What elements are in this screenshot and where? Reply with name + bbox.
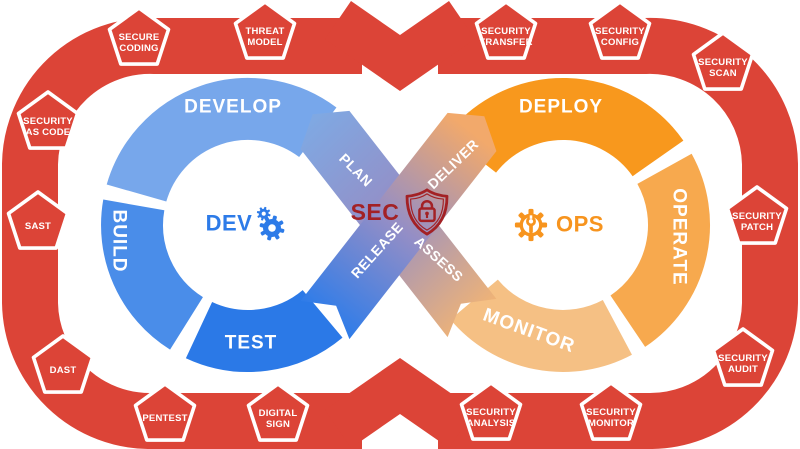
badge-sast: SAST: [3, 189, 73, 257]
badge-line: DAST: [49, 365, 77, 377]
badge-line: MODEL: [247, 36, 283, 48]
badge-line: SECURITY: [586, 407, 636, 419]
pentagon-shape: [725, 185, 789, 245]
badge-line: SAST: [24, 221, 52, 233]
pentagon-shape: [107, 6, 171, 66]
arc-build: [101, 199, 204, 350]
label-sec: SEC: [351, 199, 400, 225]
pentagon-shape: [711, 327, 775, 387]
badge-line: SCAN: [709, 67, 737, 79]
pentagon-shape: [691, 31, 755, 91]
label-build: BUILD: [109, 209, 130, 272]
badge-pentest: PENTEST: [130, 381, 200, 449]
badge-line: SECURITY: [466, 407, 516, 419]
badge-label: PENTEST: [130, 381, 200, 449]
dev-gear-icon: [255, 205, 288, 244]
badge-line: PATCH: [740, 221, 774, 233]
frame-bottom-crossing: [325, 358, 475, 448]
badge-line: ANALYSIS: [466, 417, 516, 429]
arc-monitor: [450, 278, 632, 372]
badge-line: SECURITY: [23, 116, 73, 128]
pentagon-shape: [133, 382, 197, 442]
pentagon-shape: [233, 0, 297, 60]
badge-label: SAST: [3, 189, 73, 257]
pentagon-shape: [579, 381, 643, 441]
label-develop: DEVELOP: [184, 97, 282, 118]
badge-line: MONITOR: [587, 417, 635, 429]
pentagon-shape: [16, 90, 80, 150]
label-deploy: DEPLOY: [519, 97, 603, 118]
badge-line: SECURITY: [481, 26, 531, 38]
arc-test: [185, 289, 343, 372]
pentagon-shape: [246, 382, 310, 442]
badge-line: SECURITY: [698, 57, 748, 69]
badge-line: CODING: [119, 42, 159, 54]
badge-line: SECURITY: [595, 26, 645, 38]
pentagon-shape: [588, 0, 652, 60]
badge-line: SIGN: [265, 418, 291, 430]
badge-line: PENTEST: [142, 413, 188, 425]
pentagon-shape: [31, 334, 95, 394]
badge-line: THREAT: [245, 26, 285, 38]
label-dev: DEV: [206, 211, 253, 236]
security-shield-lock-icon: [405, 188, 449, 236]
badge-line: SECURE: [118, 32, 160, 44]
frame-top-crossing: [325, 1, 475, 91]
badge-line: DIGITAL: [258, 408, 298, 420]
pentagon-shape: [6, 190, 70, 250]
badge-dast: DAST: [28, 333, 98, 401]
badge-line: AUDIT: [727, 363, 759, 375]
badge-line: AS CODE: [25, 126, 71, 138]
pentagon-shape: [474, 0, 538, 60]
arc-operate: [609, 153, 710, 347]
badge-line: SECURITY: [732, 211, 782, 223]
band-release-deliver: [300, 112, 497, 340]
label-test: TEST: [225, 333, 278, 354]
arc-deploy: [447, 78, 684, 177]
pentagon-shape: [459, 381, 523, 441]
badge-line: CONFIG: [600, 36, 640, 48]
label-ops: OPS: [556, 212, 604, 237]
label-operate: OPERATE: [669, 188, 690, 285]
ops-gear-wrench-icon: [514, 208, 548, 242]
badge-line: SECURITY: [718, 353, 768, 365]
badge-line: TRANSFER: [479, 36, 533, 48]
arc-develop: [106, 77, 337, 203]
badge-label: DAST: [28, 333, 98, 401]
